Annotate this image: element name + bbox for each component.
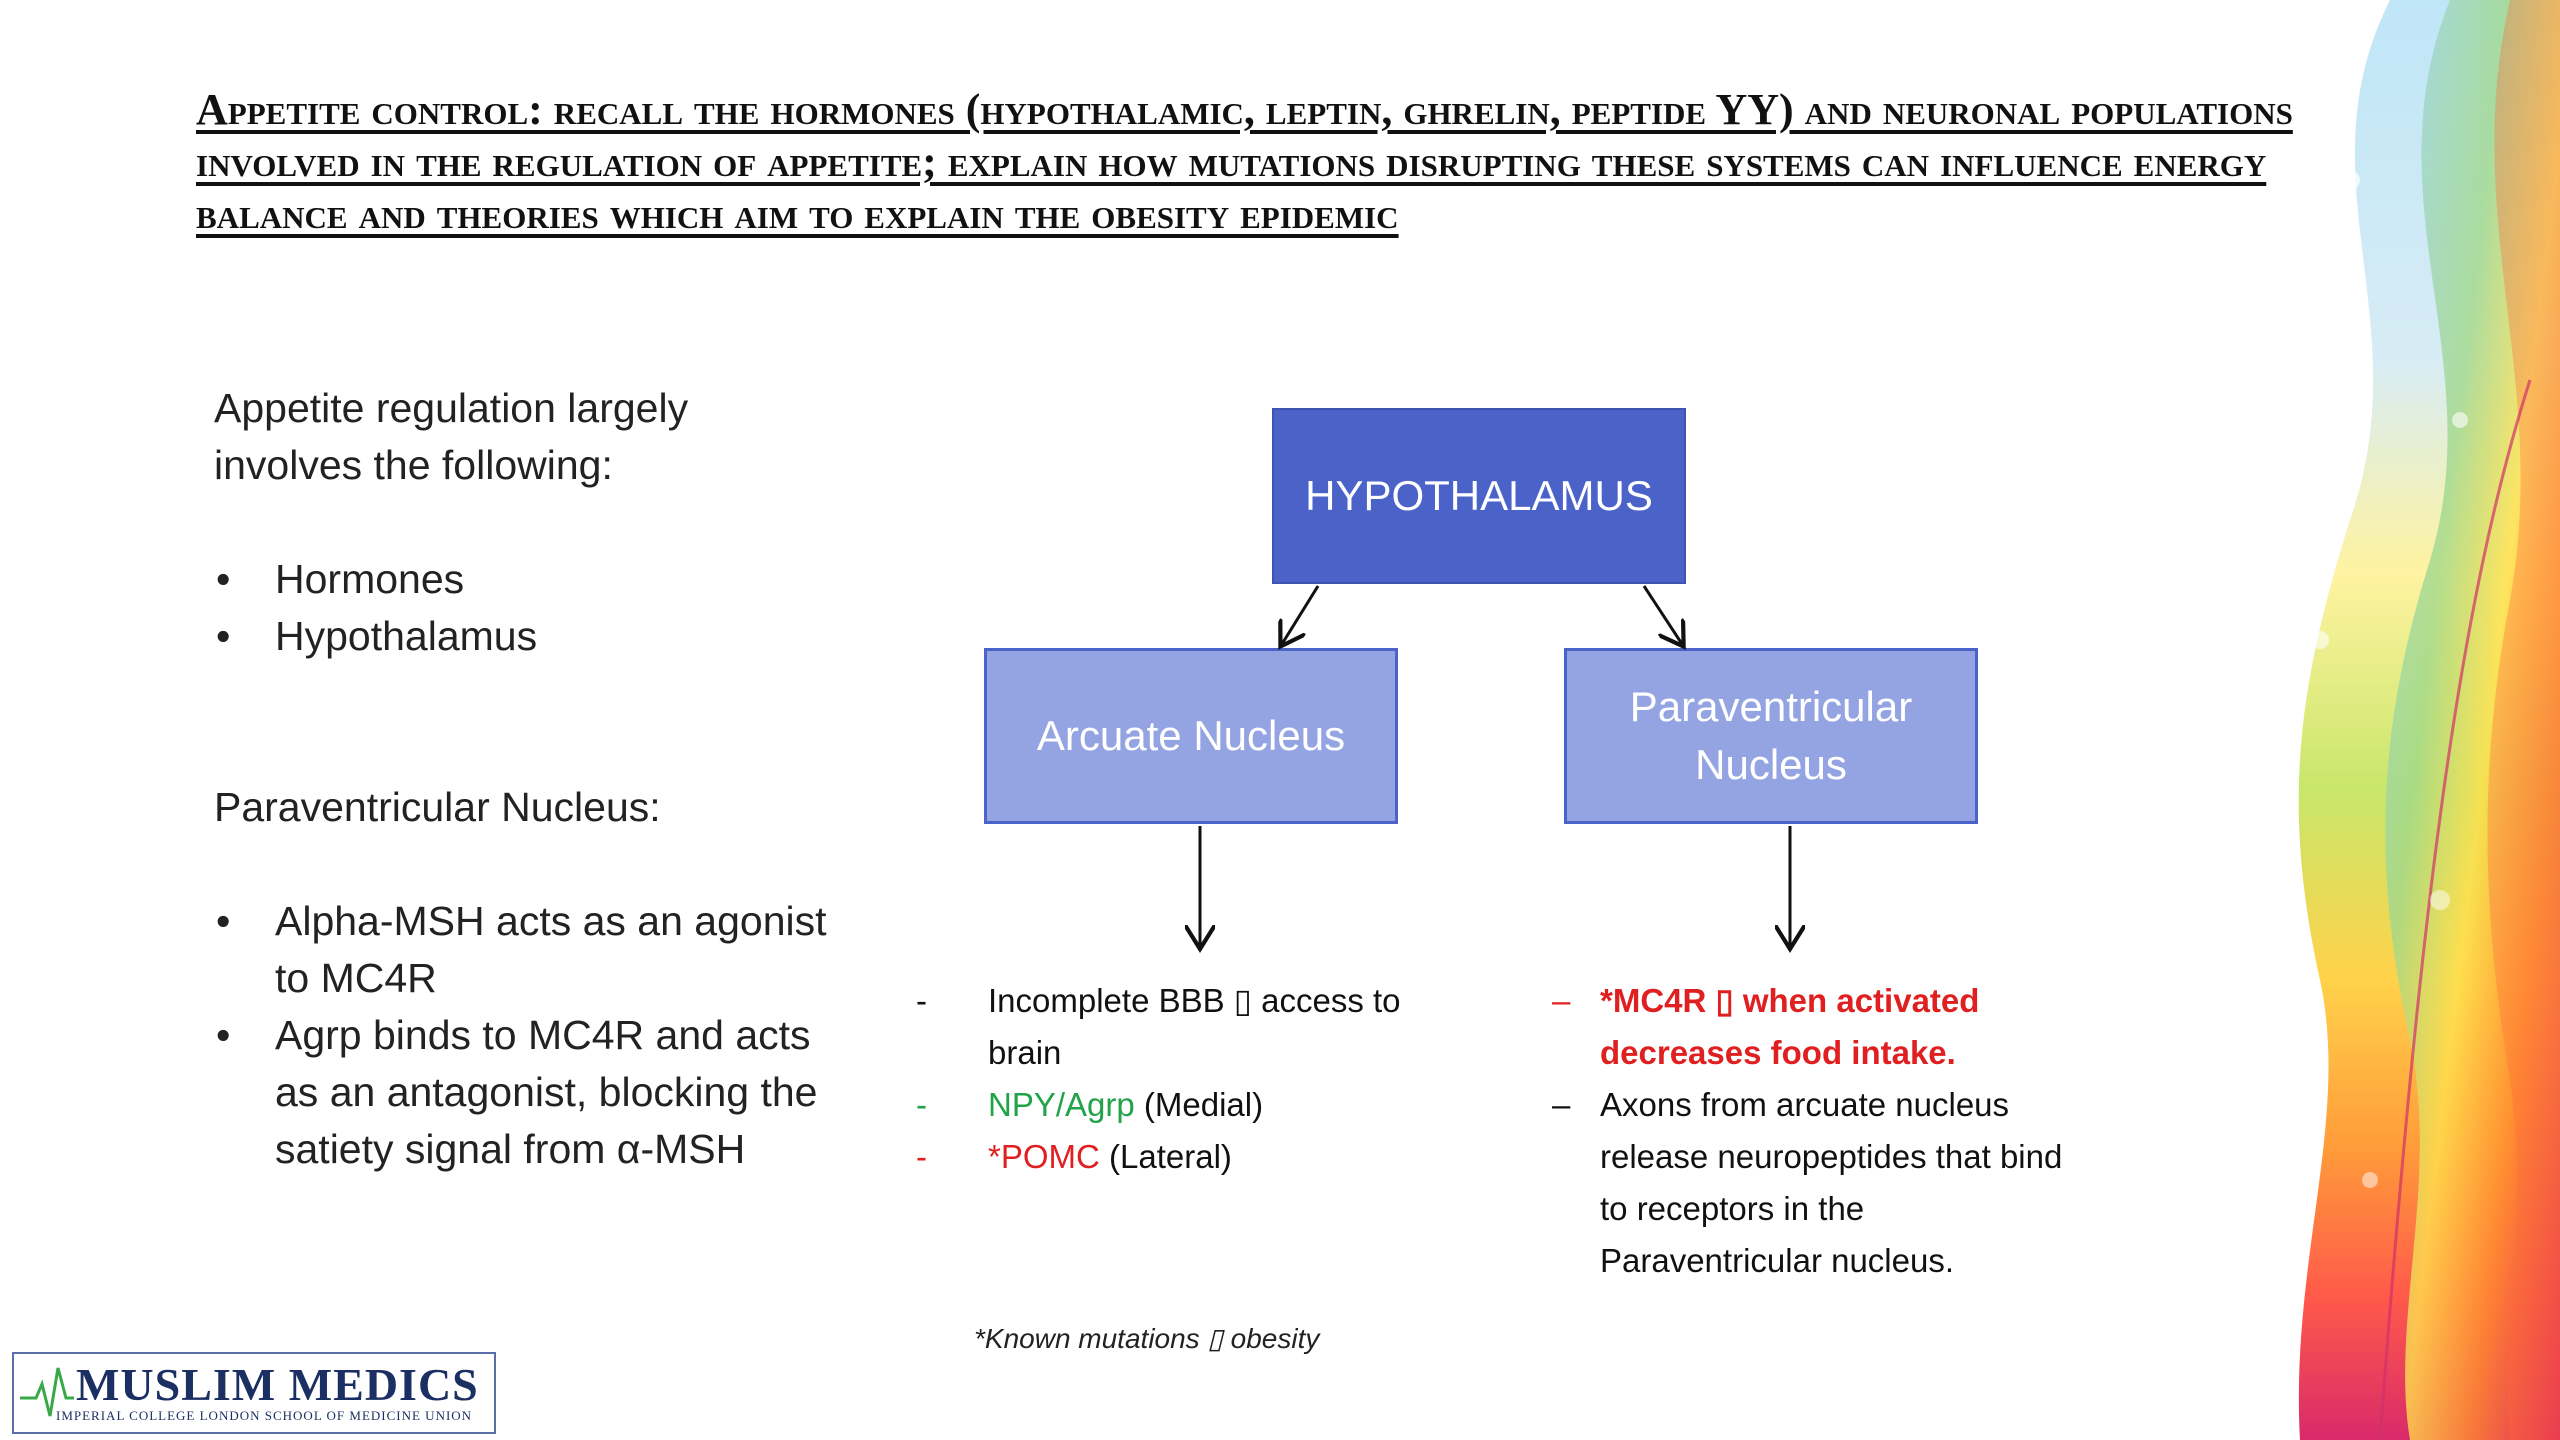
bullet-list-pvn: Alpha-MSH acts as an agonist to MC4R Agr…	[214, 893, 834, 1178]
hypothalamus-label: HYPOTHALAMUS	[1305, 472, 1653, 519]
arrow-hypo-to-pvn	[1642, 585, 1682, 644]
list-item: - Incomplete BBB ▯ access to brain	[916, 975, 1436, 1079]
dash-marker: –	[1552, 982, 1571, 1019]
arcuate-point-bbb: Incomplete BBB ▯ access to brain	[988, 982, 1401, 1071]
arcuate-point-pomc-rest: (Lateral)	[1099, 1138, 1232, 1175]
pvn-label-line2: Nucleus	[1695, 741, 1847, 788]
dash-marker: -	[916, 982, 927, 1019]
left-text-column: Appetite regulation largely involves the…	[214, 380, 834, 1178]
bullet-item: Alpha-MSH acts as an agonist to MC4R	[214, 893, 834, 1007]
logo-text: MUSLIM MEDICS	[76, 1359, 479, 1410]
arcuate-points-list: - Incomplete BBB ▯ access to brain - NPY…	[916, 975, 1436, 1183]
pvn-label-line1: Paraventricular	[1629, 683, 1913, 730]
rainbow-ribbon-decoration	[2260, 0, 2560, 1440]
footnote-mutations: *Known mutations ▯ obesity	[974, 1323, 1320, 1354]
list-item: - NPY/Agrp (Medial)	[916, 1079, 1436, 1131]
arcuate-nucleus-box: Arcuate Nucleus	[984, 648, 1398, 824]
hypothalamus-box: HYPOTHALAMUS	[1272, 408, 1686, 584]
arrow-hypo-to-arcuate	[1282, 585, 1320, 644]
dash-marker: -	[916, 1138, 927, 1175]
arcuate-point-pomc: *POMC	[988, 1138, 1100, 1175]
arcuate-nucleus-label: Arcuate Nucleus	[1036, 712, 1346, 759]
pvn-heading: Paraventricular Nucleus:	[214, 784, 661, 830]
pvn-point-axons: Axons from arcuate nucleus release neuro…	[1600, 1086, 2063, 1279]
bullet-list-topics: Hormones Hypothalamus	[214, 551, 834, 665]
bullet-item: Hypothalamus	[214, 608, 834, 665]
pvn-points-list: – *MC4R ▯ when activated decreases food …	[1552, 975, 2072, 1287]
intro-text: Appetite regulation largely involves the…	[214, 385, 689, 488]
heartbeat-icon	[20, 1367, 74, 1417]
pvn-point-mc4r: *MC4R ▯ when activated decreases food in…	[1600, 982, 1980, 1071]
bullet-item: Agrp binds to MC4R and acts as an antago…	[214, 1007, 834, 1178]
list-item: – *MC4R ▯ when activated decreases food …	[1552, 975, 2072, 1079]
arcuate-point-npy: NPY/Agrp	[988, 1086, 1135, 1123]
bullet-item: Hormones	[214, 551, 834, 608]
list-item: – Axons from arcuate nucleus release neu…	[1552, 1079, 2072, 1287]
dash-marker: –	[1552, 1086, 1571, 1123]
list-item: - *POMC (Lateral)	[916, 1131, 1436, 1183]
logo-subtext: IMPERIAL COLLEGE LONDON SCHOOL OF MEDICI…	[56, 1408, 473, 1423]
slide-title: Appetite control: recall the hormones (h…	[196, 85, 2293, 238]
arcuate-point-npy-rest: (Medial)	[1134, 1086, 1264, 1123]
muslim-medics-logo: MUSLIM MEDICS IMPERIAL COLLEGE LONDON SC…	[12, 1352, 496, 1434]
dash-marker: -	[916, 1086, 927, 1123]
